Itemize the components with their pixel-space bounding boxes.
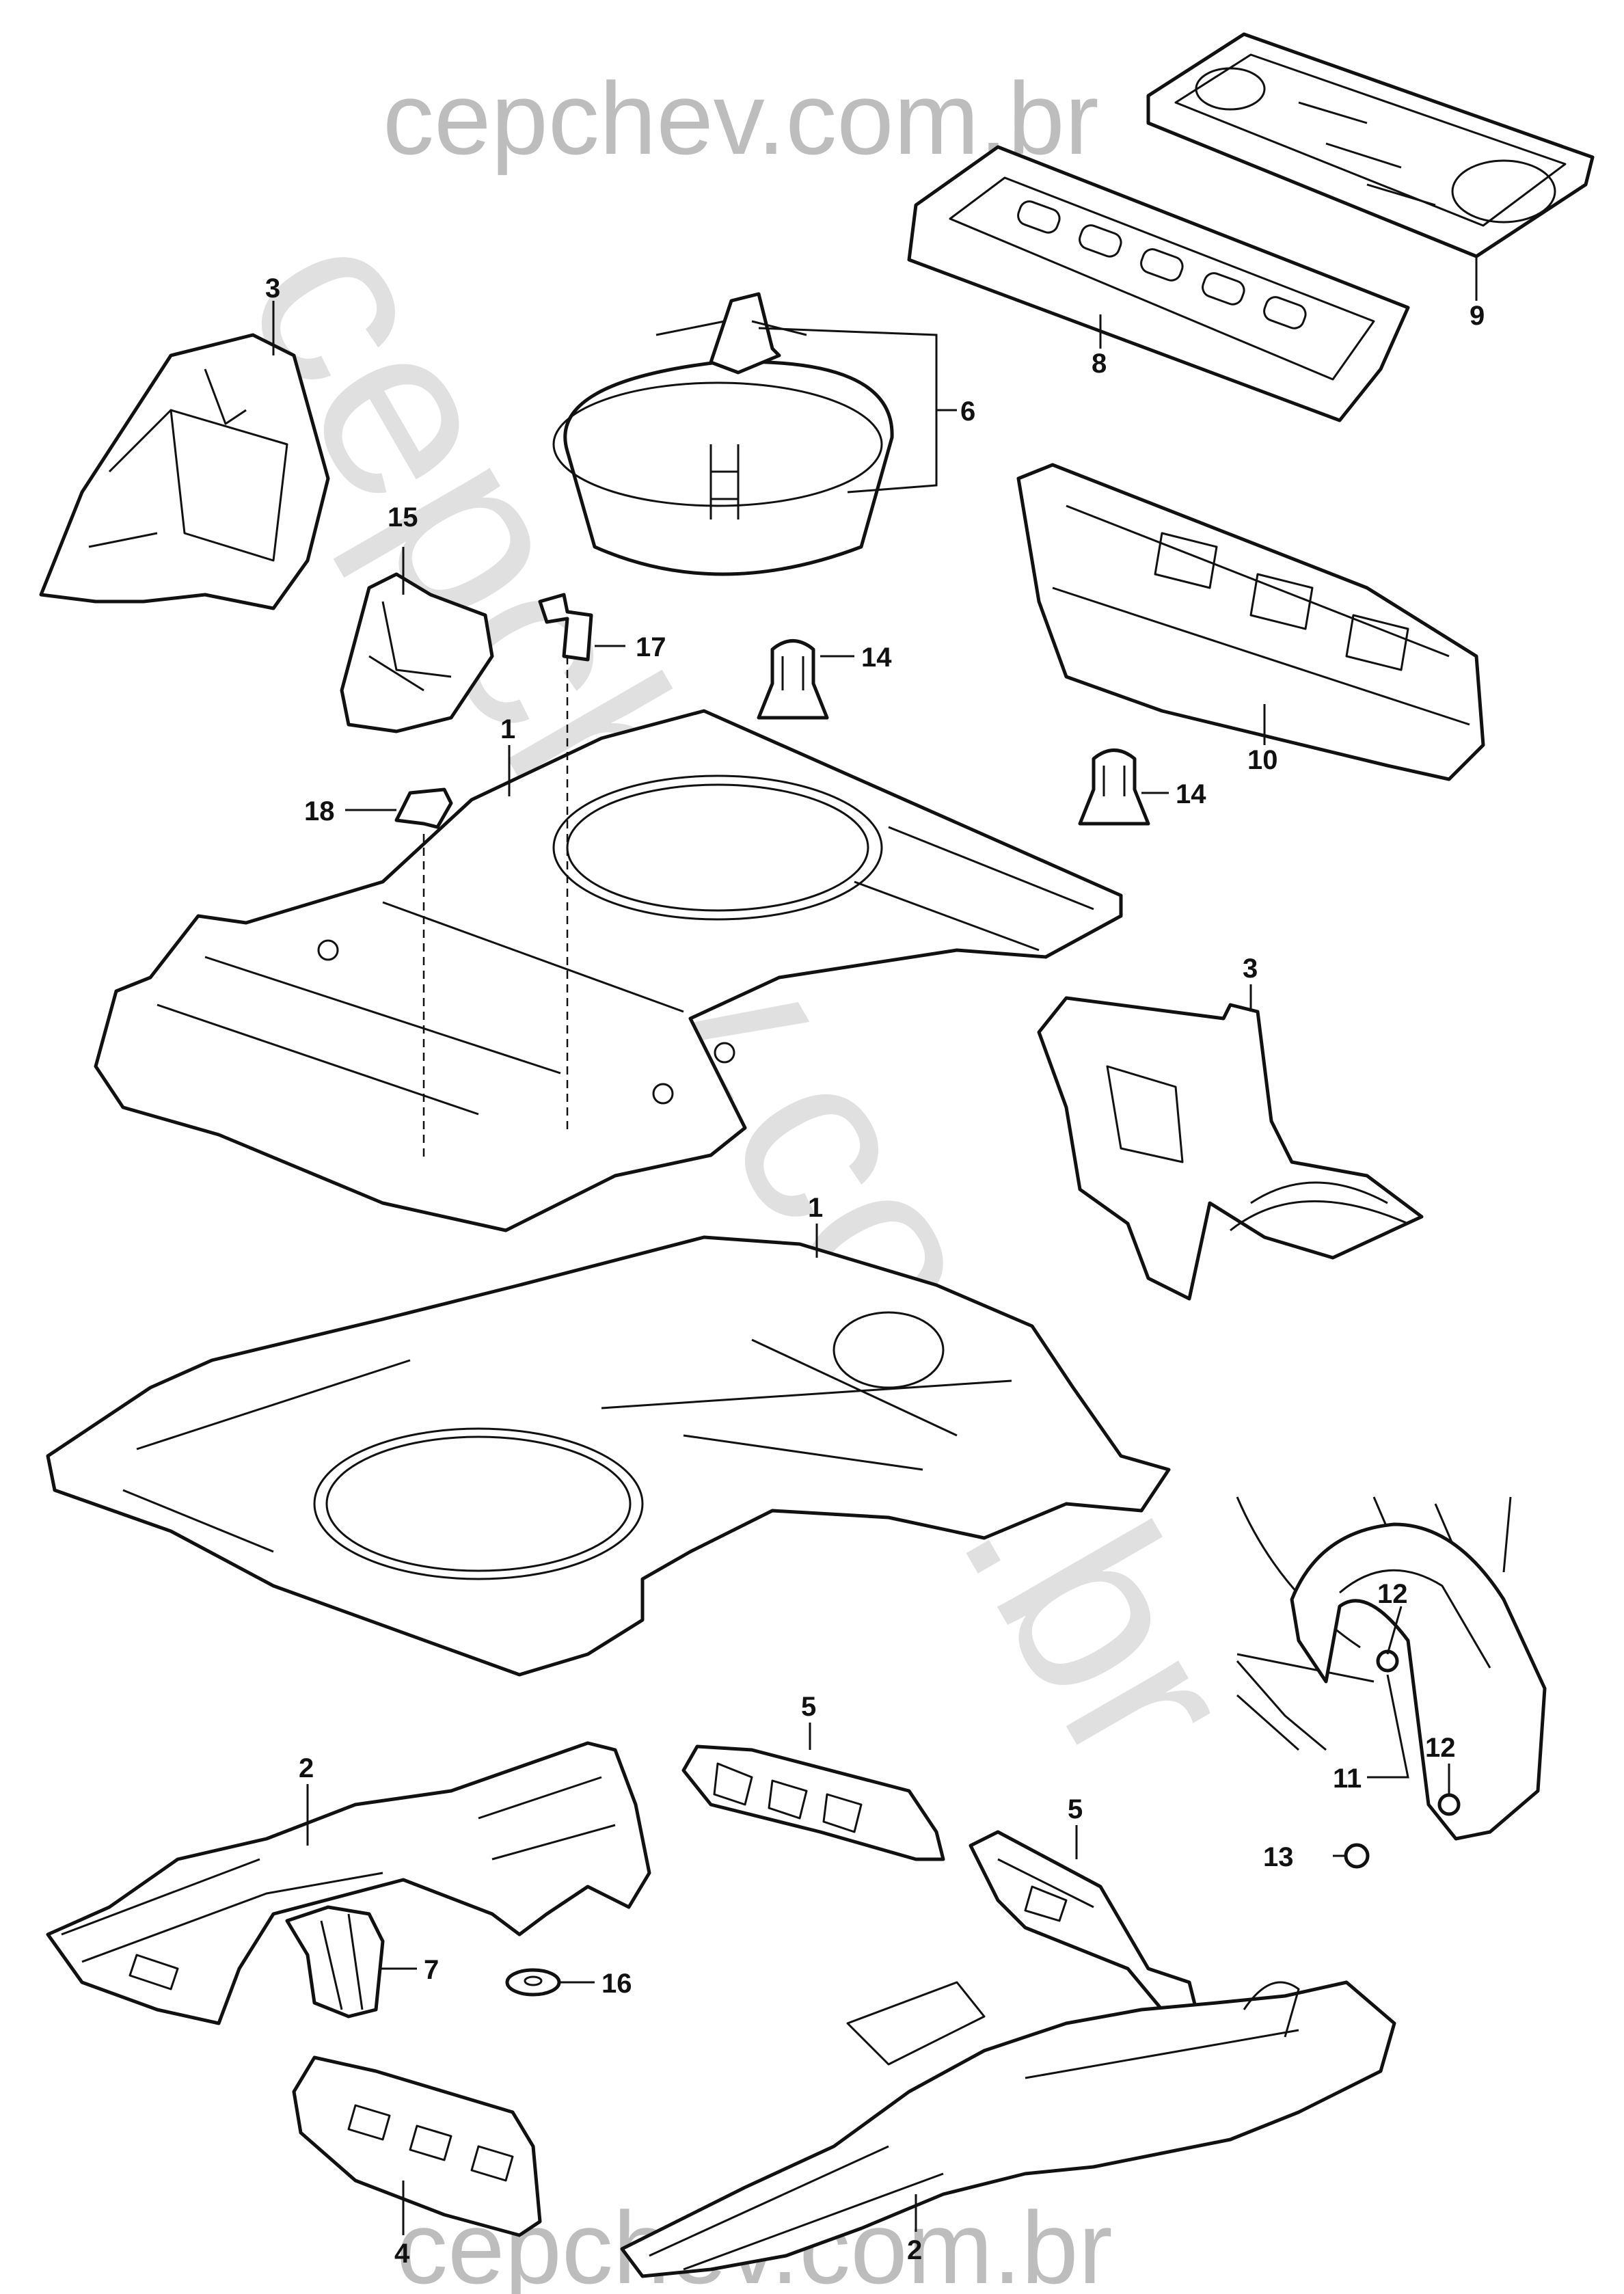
part-10-rear-panel (1016, 463, 1485, 781)
part-2-frame-rail-right (620, 1980, 1396, 2278)
callout-18: 18 (304, 796, 335, 826)
part-14-anchor-upper (757, 639, 829, 720)
part-12-nut-upper (1376, 1649, 1399, 1673)
part-13-fastener (1344, 1843, 1370, 1869)
part-6-spare-wheel-tub (552, 292, 894, 576)
part-9-rear-shelf (1146, 32, 1595, 258)
callout-14-lower: 14 (1176, 779, 1206, 809)
callout-12-lower: 12 (1425, 1733, 1456, 1763)
callout-3-left: 3 (265, 273, 280, 303)
callout-2-left: 2 (299, 1753, 314, 1783)
callout-4: 4 (394, 2239, 410, 2269)
leader-lines (272, 256, 1478, 2235)
callout-2-right: 2 (907, 2235, 922, 2265)
part-8-seat-back-panel (907, 145, 1410, 422)
part-3-quarter-inner-left (39, 333, 330, 610)
watermark-top: cepchev.com.br (383, 61, 1099, 176)
part-17-clip (538, 593, 593, 662)
callout-1-upper: 1 (500, 714, 515, 744)
callout-13: 13 (1263, 1842, 1294, 1872)
part-3-quarter-inner-right (1037, 996, 1424, 1301)
callout-15: 15 (388, 502, 418, 532)
callout-7: 7 (424, 1955, 439, 1985)
part-11-wheelhouse-detail (1236, 1496, 1547, 1869)
part-1-rear-floor-lower (46, 1235, 1171, 1677)
part-12-nut-lower (1437, 1793, 1461, 1816)
callout-3-right: 3 (1243, 954, 1258, 984)
part-5-crossmember-lower (969, 1830, 1198, 2012)
part-15-bracket (340, 572, 494, 733)
callout-16: 16 (601, 1969, 632, 1999)
part-1-rear-floor-upper (94, 709, 1123, 1232)
part-5-crossmember-upper (681, 1744, 945, 1861)
callout-8: 8 (1092, 349, 1107, 379)
part-4-crossmember (292, 2055, 542, 2237)
part-16-washer (505, 1968, 561, 1997)
callout-10: 10 (1247, 745, 1278, 775)
part-2-frame-rail-left (46, 1741, 651, 2025)
part-18-clip (394, 787, 453, 829)
callout-1-lower: 1 (808, 1193, 823, 1223)
callout-9: 9 (1470, 301, 1485, 331)
part-14-anchor-lower (1078, 748, 1150, 826)
callout-labels: 3 15 17 14 14 18 1 6 8 9 10 3 1 5 5 2 7 … (265, 273, 1485, 2269)
callout-17: 17 (636, 632, 666, 662)
callout-6: 6 (960, 396, 975, 427)
callout-12-upper: 12 (1377, 1579, 1408, 1609)
callout-14-upper: 14 (861, 643, 892, 673)
callout-5-upper: 5 (801, 1692, 816, 1722)
callout-5-lower: 5 (1068, 1794, 1083, 1824)
callout-11: 11 (1333, 1764, 1362, 1794)
part-7-brackets (285, 1905, 385, 2019)
